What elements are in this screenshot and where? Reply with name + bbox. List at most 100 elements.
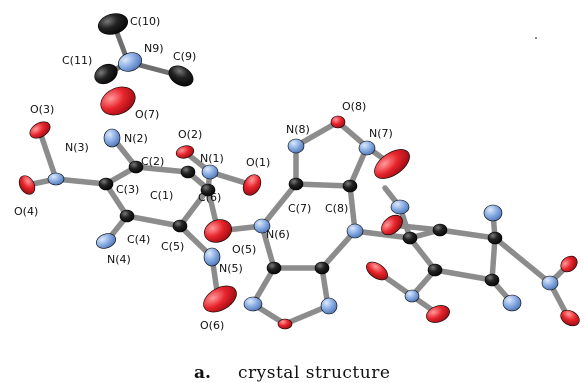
- atom-c1: [180, 165, 196, 179]
- label-n7: N(7): [369, 127, 393, 140]
- atom-n-right-2: [390, 199, 410, 215]
- label-c3: C(3): [116, 183, 139, 196]
- label-c10: C(10): [130, 15, 160, 28]
- atom-c3: [98, 177, 114, 191]
- label-c2: C(2): [141, 155, 164, 168]
- stray-dot: [535, 37, 537, 39]
- atom-c5: [172, 219, 188, 233]
- bond: [432, 267, 495, 283]
- caption-letter: a.: [194, 363, 211, 383]
- atom-c-lower-1: [266, 261, 282, 275]
- atom-n-right-6: [541, 275, 559, 291]
- label-c7: C(7): [288, 202, 311, 215]
- label-c11: C(11): [62, 54, 92, 67]
- atom-n7: [358, 140, 376, 156]
- label-c4: C(4): [127, 233, 150, 246]
- atom-c-right-1: [402, 231, 418, 245]
- atom-c7: [288, 177, 304, 191]
- atom-c-right-5: [427, 263, 443, 277]
- atom-n5: [203, 247, 221, 267]
- atom-o-right-1: [381, 214, 403, 236]
- label-o1: O(1): [246, 156, 270, 169]
- label-o8: O(8): [342, 100, 366, 113]
- label-o2: O(2): [178, 128, 202, 141]
- label-n9: N9): [144, 42, 164, 55]
- atom-n6: [253, 218, 271, 234]
- atom-o8: [330, 115, 346, 129]
- atom-o6: [203, 285, 237, 313]
- label-n1: N(1): [200, 152, 224, 165]
- atom-n3: [47, 172, 65, 186]
- bond: [407, 235, 438, 273]
- atom-n2: [103, 128, 121, 148]
- atom-c4: [119, 209, 135, 223]
- atom-n-lower-2: [320, 297, 338, 315]
- atom-n-lower-1: [243, 296, 263, 312]
- atom-n8: [287, 138, 305, 154]
- label-c8: C(8): [325, 202, 348, 215]
- atom-c-right-4: [484, 273, 500, 287]
- atom-labels: C(10) N9) C(11) C(9) O(7) O(3) N(2) O(2)…: [14, 15, 393, 332]
- atom-n4: [96, 233, 116, 249]
- atom-n-right-5: [404, 289, 420, 303]
- bond: [53, 176, 109, 187]
- atom-c8: [342, 179, 358, 193]
- atom-n1: [201, 164, 219, 180]
- label-n4: N(4): [107, 253, 131, 266]
- bond: [492, 235, 553, 286]
- bond: [259, 181, 299, 229]
- bond: [282, 303, 331, 327]
- label-n5: N(5): [219, 262, 243, 275]
- bond: [437, 227, 498, 241]
- atom-c2: [128, 160, 144, 174]
- atoms: [18, 13, 580, 330]
- atom-n-right-4: [502, 294, 522, 312]
- atom-c6: [200, 183, 216, 197]
- atom-o-right-3: [426, 305, 450, 323]
- label-n8: N(8): [286, 123, 310, 136]
- label-o5: O(5): [232, 243, 256, 256]
- bond: [347, 183, 358, 234]
- atom-o2: [175, 145, 195, 159]
- atom-c11: [94, 63, 118, 85]
- atom-o3: [29, 121, 51, 139]
- label-n3: N(3): [65, 141, 89, 154]
- bond: [489, 235, 498, 283]
- atom-o-right-5: [560, 309, 580, 327]
- label-o6: O(6): [200, 319, 224, 332]
- bond: [293, 181, 353, 189]
- atom-c-right-2: [432, 223, 448, 237]
- label-n2: N(2): [124, 132, 148, 145]
- atom-o7: [100, 86, 136, 116]
- bond: [293, 119, 341, 149]
- atom-c10: [97, 13, 129, 35]
- atom-o4: [18, 175, 36, 195]
- atom-o-lower: [277, 318, 293, 330]
- bond: [352, 228, 413, 241]
- bond: [133, 164, 191, 175]
- figure-caption: a. crystal structure: [194, 363, 390, 383]
- atom-o-right-2: [366, 261, 388, 281]
- bond: [124, 213, 183, 229]
- bond: [319, 228, 358, 271]
- atom-o-big-right: [374, 149, 410, 179]
- atom-o5: [204, 219, 232, 243]
- caption-text: crystal structure: [238, 363, 390, 383]
- label-c6: C(6): [198, 191, 221, 204]
- atom-o1: [242, 174, 262, 196]
- label-o3: O(3): [30, 103, 54, 116]
- atom-n9: [118, 52, 142, 72]
- atom-n-right-3: [483, 204, 503, 222]
- label-c1: C(1): [150, 189, 173, 202]
- label-n6: N(6): [266, 228, 290, 241]
- bond: [177, 186, 211, 229]
- atom-n-right-1: [346, 223, 364, 239]
- atom-c-lower-2: [314, 261, 330, 275]
- label-o4: O(4): [14, 205, 38, 218]
- label-c9: C(9): [173, 50, 196, 63]
- bond: [37, 129, 59, 182]
- atom-c9: [168, 65, 194, 87]
- label-c5: C(5): [161, 240, 184, 253]
- atom-c-right-3: [487, 231, 503, 245]
